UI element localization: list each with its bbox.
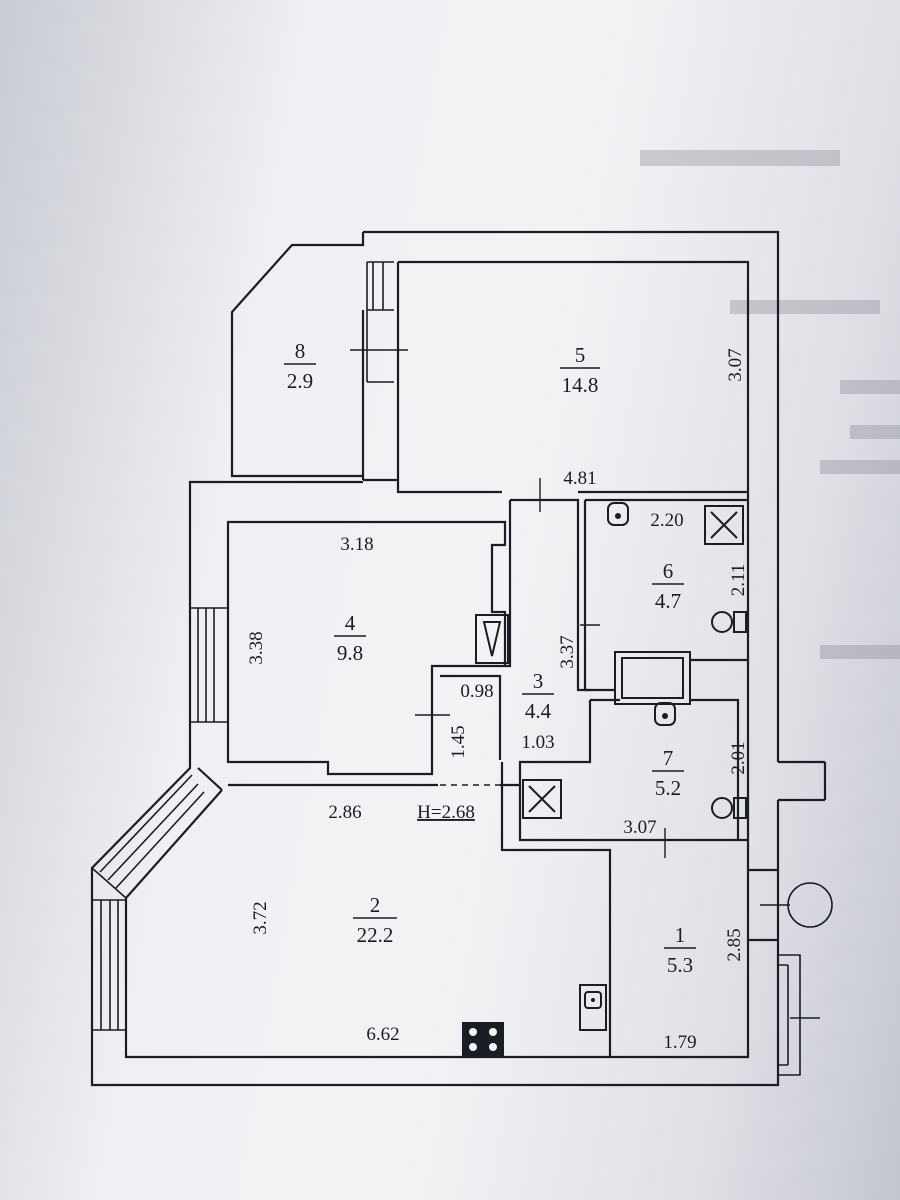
balcony-window	[366, 261, 394, 383]
room-area: 4.7	[655, 589, 681, 613]
sink-icon	[654, 702, 676, 726]
room-8-label: 8 2.9	[284, 339, 316, 393]
door-ticks	[350, 349, 820, 1019]
dimension-label: 4.81	[563, 468, 596, 489]
vent-icon	[704, 505, 744, 545]
room-number: 3	[533, 669, 544, 693]
hall-top-wall	[232, 478, 398, 484]
dimension-label: 6.62	[366, 1024, 399, 1045]
room-7-label: 7 5.2	[652, 746, 684, 800]
room-number: 2	[370, 893, 381, 917]
dimension-label: 2.20	[650, 510, 683, 531]
room-area: 4.4	[525, 699, 552, 723]
dimension-label: 2.85	[724, 928, 745, 961]
bath6-walls	[583, 498, 748, 692]
room-3-label: 3 4.4	[522, 669, 554, 723]
background-show-through	[640, 150, 900, 659]
room-area: 5.3	[667, 953, 693, 977]
vent-icon	[522, 779, 562, 819]
room-4-label: 4 9.8	[334, 611, 366, 665]
room-area: 5.2	[655, 776, 681, 800]
fixtures	[462, 502, 747, 1056]
bathtub-icon	[614, 651, 691, 705]
dimension-label: 1.03	[521, 732, 554, 753]
corridor-walls	[440, 498, 590, 760]
dimension-label: 1.79	[663, 1032, 696, 1053]
dimension-label: 3.07	[725, 348, 746, 381]
dimension-label: 2.11	[728, 564, 749, 597]
room-number: 1	[675, 923, 686, 947]
room-area: 9.8	[337, 641, 363, 665]
dimension-label: 2.01	[728, 741, 749, 774]
room-number: 8	[295, 339, 306, 363]
room-number: 4	[345, 611, 356, 635]
toilet-icon	[711, 611, 747, 633]
room-number: 5	[575, 343, 586, 367]
room-6-label: 6 4.7	[652, 559, 684, 613]
shelf-icon	[475, 614, 509, 664]
room-labels: 8 2.9 5 14.8 4 9.8 3 4.4 6 4.7 7 5.2	[284, 339, 696, 977]
room-area: 14.8	[562, 373, 599, 397]
left-window	[92, 899, 126, 1031]
sink-icon	[607, 502, 629, 526]
dimension-label: 3.18	[340, 534, 373, 555]
room-area: 2.9	[287, 369, 313, 393]
room-number: 6	[663, 559, 674, 583]
walls	[90, 230, 833, 1087]
dimension-label: 3.72	[250, 901, 271, 934]
room-5-label: 5 14.8	[560, 343, 600, 397]
room-number: 7	[663, 746, 674, 770]
dimension-label: 3.07	[623, 817, 656, 838]
dimension-label: 2.86	[328, 802, 361, 823]
side-balcony	[778, 954, 801, 1076]
kitchen-sink-icon	[579, 984, 607, 1031]
room5-left-wall	[396, 262, 502, 494]
room2-top-wall	[197, 767, 520, 791]
toilet-icon	[711, 797, 747, 819]
dimension-label: 3.38	[246, 631, 267, 664]
bath7-walls	[500, 698, 748, 1057]
stove-icon	[462, 1022, 504, 1056]
dimension-label: 0.98	[460, 681, 493, 702]
room4-window	[190, 607, 228, 723]
dimension-label: 3.37	[557, 635, 578, 668]
room-1-label: 1 5.3	[664, 923, 696, 977]
dimension-label: 1.45	[448, 725, 469, 758]
dimension-labels: 4.81 3.07 3.18 3.38 0.98 3.37 1.03 1.45 …	[246, 348, 749, 1053]
riser-circle	[787, 882, 833, 928]
room-2-label: 2 22.2	[353, 893, 397, 947]
inner-wall-outline	[124, 260, 750, 1059]
bay-window	[91, 774, 205, 899]
ceiling-height-label: H=2.68	[417, 802, 475, 823]
entry-wall	[748, 760, 827, 942]
room-area: 22.2	[357, 923, 394, 947]
